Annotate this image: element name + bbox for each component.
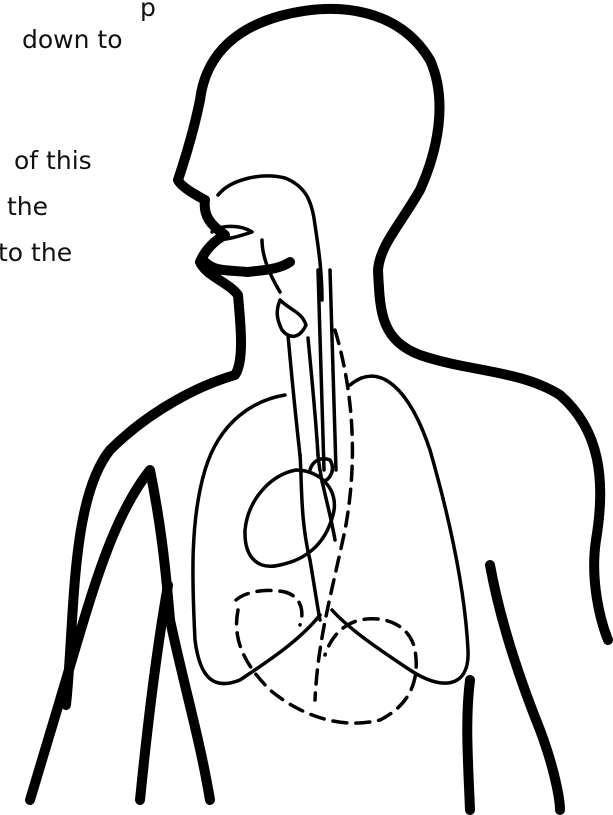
text-line-3: of this <box>14 148 92 173</box>
larynx <box>277 300 306 336</box>
liver-dashed <box>236 590 302 625</box>
diaphragm-dashed <box>237 610 417 723</box>
right-arm-inner <box>490 565 560 810</box>
trachea <box>288 335 318 455</box>
torso-right-side <box>467 680 470 810</box>
text-line-2: down to <box>22 27 123 52</box>
bronchi <box>300 455 335 620</box>
heart <box>245 470 334 566</box>
text-line-5: to the <box>0 240 72 265</box>
text-line-4: the <box>7 194 48 219</box>
left-arm-inner <box>140 585 168 800</box>
text-line-1: p <box>140 0 156 20</box>
left-lung <box>193 395 320 684</box>
caption-text: p down to of this the to the <box>0 0 613 300</box>
